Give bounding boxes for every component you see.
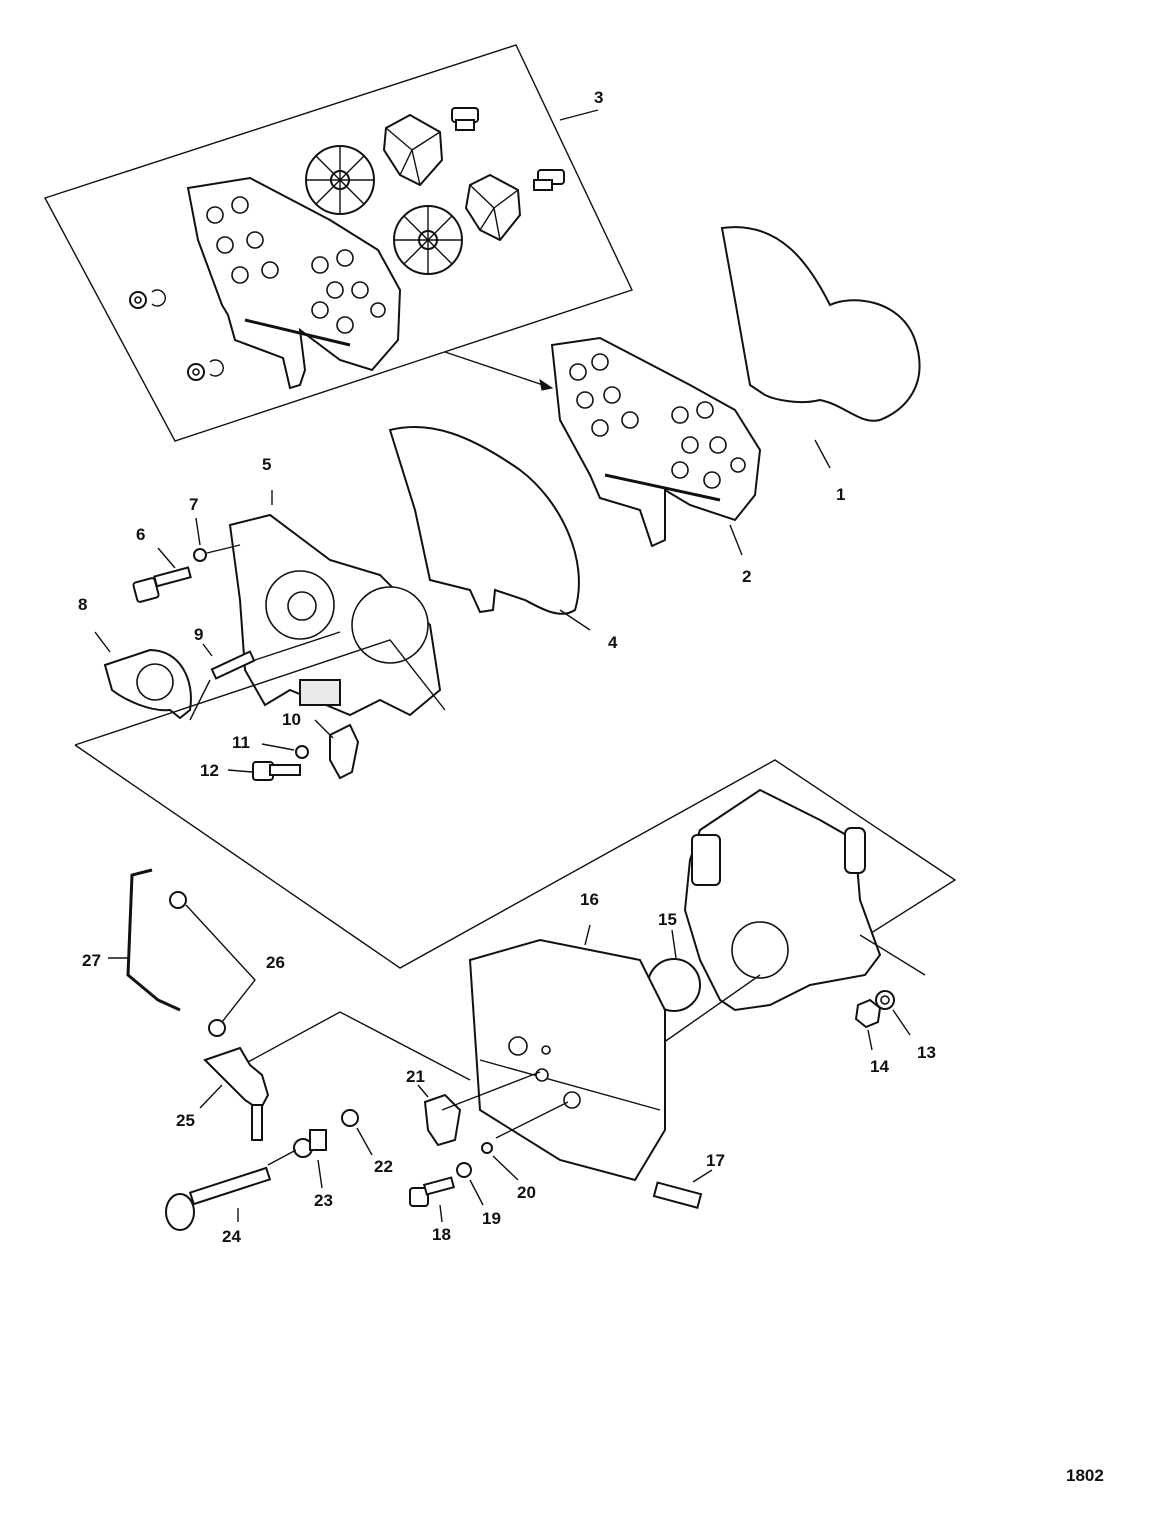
callout-11: 11 (232, 733, 250, 752)
clip-26b (208, 1019, 226, 1037)
callout-2: 2 (742, 567, 751, 586)
stud-9 (210, 650, 256, 680)
carburetor-body (683, 788, 882, 1012)
callout-18: 18 (432, 1225, 451, 1244)
choke-valve-23 (293, 1129, 327, 1158)
nut-14 (854, 998, 882, 1029)
kit-screw-2 (533, 169, 565, 191)
washer-11 (295, 745, 309, 759)
figure-id: 1802 (1066, 1466, 1104, 1485)
sleeve-17 (652, 1181, 703, 1209)
pump-body (228, 513, 442, 717)
washer-22 (341, 1109, 359, 1127)
callout-15: 15 (658, 910, 677, 929)
kit-frame (43, 44, 633, 442)
callout-4: 4 (608, 633, 618, 652)
callout-12: 12 (200, 761, 219, 780)
callout-10: 10 (282, 710, 301, 729)
bolt-18 (409, 1176, 456, 1207)
callout-19: 19 (482, 1209, 501, 1228)
gasket-1 (720, 226, 921, 422)
callout-6: 6 (136, 525, 145, 544)
pump-plate (550, 336, 762, 548)
bolt-12 (252, 761, 301, 781)
kit-check-valve-2 (464, 173, 522, 242)
kit-nut-1 (129, 289, 166, 309)
kit-petal-valve-1 (305, 145, 375, 215)
choke-lever-25 (203, 1046, 270, 1141)
callout-24: 24 (222, 1227, 241, 1246)
clip-26a (169, 891, 187, 909)
callout-1: 1 (836, 485, 845, 504)
callout-8: 8 (78, 595, 87, 614)
kit-nut-2 (187, 359, 224, 381)
kit-petal-valve-2 (393, 205, 463, 275)
washer-19 (456, 1162, 472, 1178)
callout-13: 13 (917, 1043, 936, 1062)
callout-25: 25 (176, 1111, 195, 1130)
bolt-6 (132, 566, 192, 603)
callout-23: 23 (314, 1191, 333, 1210)
silencer-cover-16 (468, 938, 666, 1182)
callout-14: 14 (870, 1057, 889, 1076)
kit-screw-1 (451, 107, 479, 131)
callout-17: 17 (706, 1151, 725, 1170)
assembly-frame (74, 639, 446, 746)
callout-3: 3 (594, 88, 603, 107)
choke-knob-24 (165, 1166, 272, 1231)
callout-16: 16 (580, 890, 599, 909)
callout-27: 27 (82, 951, 101, 970)
callout-22: 22 (374, 1157, 393, 1176)
washer-7 (193, 548, 207, 562)
gasket-4 (388, 426, 580, 615)
kit-pump-plate (186, 176, 402, 390)
callout-26: 26 (266, 953, 285, 972)
kit-check-valve-1 (382, 113, 444, 187)
choke-rod-27 (126, 868, 181, 1012)
callout-5: 5 (262, 455, 271, 474)
bracket-21 (423, 1093, 462, 1147)
callout-9: 9 (194, 625, 203, 644)
nut-20 (481, 1142, 493, 1154)
bracket-10 (329, 723, 360, 780)
callout-7: 7 (189, 495, 198, 514)
callout-21: 21 (406, 1067, 425, 1086)
callout-20: 20 (517, 1183, 536, 1202)
